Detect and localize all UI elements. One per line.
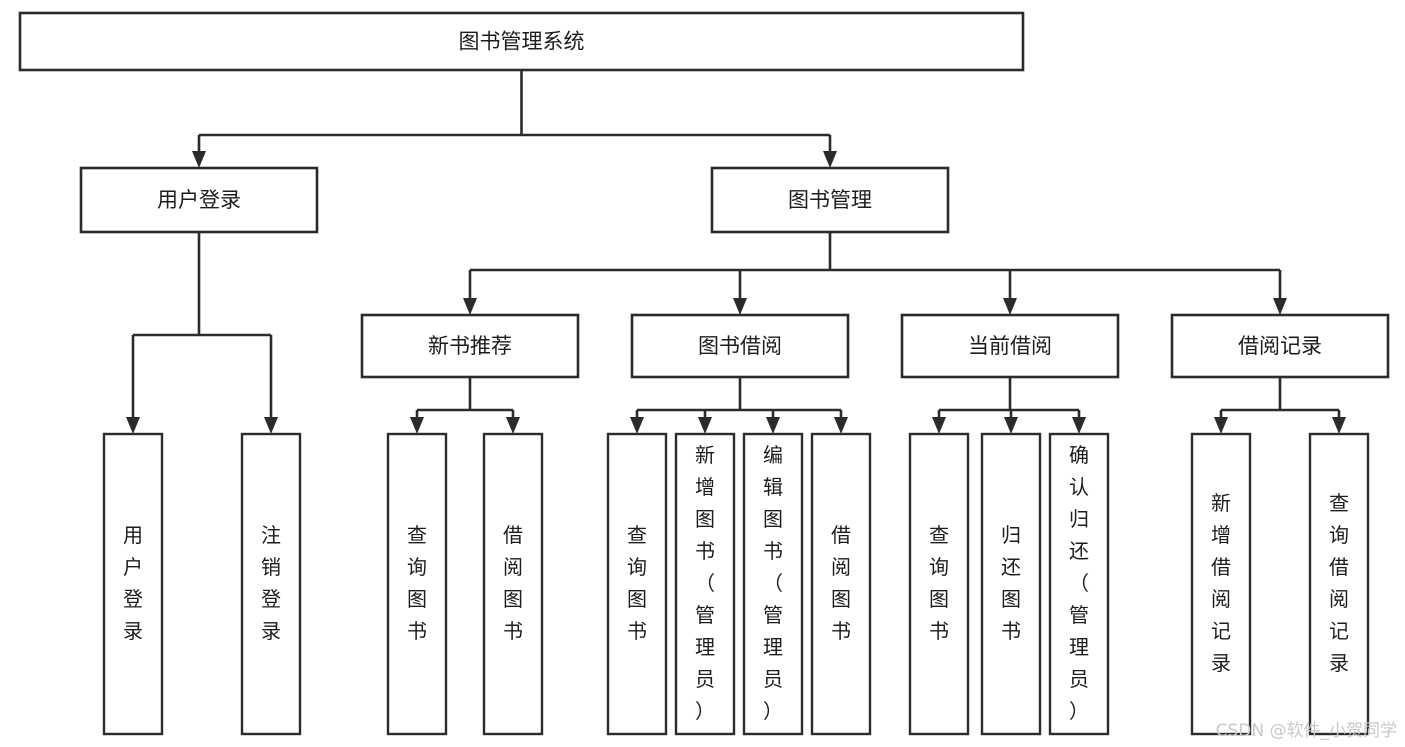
leaf-leaf-query-book-1[interactable]: 查询图书 <box>386 432 448 736</box>
node-book-manage[interactable]: 图书管理 <box>710 166 950 234</box>
node-user-login-label: 用户登录 <box>157 188 241 212</box>
node-current-borrow-label: 当前借阅 <box>968 334 1052 358</box>
leaf-leaf-add-record-label: 新增借阅记录 <box>1211 491 1231 675</box>
leaf-leaf-query-record[interactable]: 查询借阅记录 <box>1308 432 1370 736</box>
node-new-book-recommend[interactable]: 新书推荐 <box>360 313 580 379</box>
leaf-leaf-return-book[interactable]: 归还图书 <box>980 432 1042 736</box>
leaf-leaf-query-book-2-box <box>606 432 668 736</box>
leaf-leaf-confirm-return[interactable]: 确认归还（管理员） <box>1048 432 1110 736</box>
leaf-leaf-return-book-label: 归还图书 <box>1001 523 1021 643</box>
leafbus-current-borrow-arrow-1 <box>1004 417 1018 434</box>
leafbus-user-login-arrow-1 <box>264 417 278 434</box>
leaf-leaf-add-record-box <box>1190 432 1252 736</box>
leaf-leaf-return-book-box <box>980 432 1042 736</box>
leaf-leaf-query-book-1-box <box>386 432 448 736</box>
leafbus-book-borrow-arrow-1 <box>698 417 712 434</box>
root-arrow-0 <box>192 151 206 168</box>
leaf-leaf-edit-book[interactable]: 编辑图书（管理员） <box>742 432 804 736</box>
leaf-leaf-add-book[interactable]: 新增图书（管理员） <box>674 432 736 736</box>
root-arrow-1 <box>823 151 837 168</box>
leafbus-borrow-record-arrow-0 <box>1214 417 1228 434</box>
leaf-leaf-query-record-box <box>1308 432 1370 736</box>
leaf-leaf-query-book-3-label: 查询图书 <box>929 523 949 643</box>
leafbus-borrow-record-arrow-1 <box>1332 417 1346 434</box>
leaf-leaf-user-logout-box <box>240 432 302 736</box>
node-borrow-record[interactable]: 借阅记录 <box>1170 313 1390 379</box>
leaf-leaf-query-book-3-box <box>908 432 970 736</box>
leafbus-book-borrow-arrow-2 <box>766 417 780 434</box>
node-root-box <box>18 11 1025 72</box>
leaf-leaf-add-book-box <box>674 432 736 736</box>
node-user-login[interactable]: 用户登录 <box>79 166 319 234</box>
leaf-leaf-user-logout[interactable]: 注销登录 <box>240 432 302 736</box>
leaf-leaf-query-book-2-label: 查询图书 <box>627 523 647 643</box>
leaf-leaf-user-login[interactable]: 用户登录 <box>102 432 164 736</box>
node-root-label: 图书管理系统 <box>459 30 585 54</box>
leaf-leaf-user-login-label: 用户登录 <box>123 523 143 643</box>
node-new-book-recommend-box <box>360 313 580 379</box>
leafbus-current-borrow-arrow-2 <box>1072 417 1086 434</box>
leaf-leaf-query-record-label: 查询借阅记录 <box>1329 491 1349 675</box>
leaf-leaf-query-book-2[interactable]: 查询图书 <box>606 432 668 736</box>
node-root[interactable]: 图书管理系统 <box>18 11 1025 72</box>
leaf-leaf-user-login-box <box>102 432 164 736</box>
node-current-borrow-box <box>900 313 1120 379</box>
leaf-leaf-confirm-return-label: 确认归还（管理员） <box>1069 443 1089 723</box>
leafbus-book-borrow-arrow-3 <box>834 417 848 434</box>
leaf-leaf-borrow-book-2-box <box>810 432 872 736</box>
leaf-leaf-edit-book-label: 编辑图书（管理员） <box>763 443 783 723</box>
book-manage-arrow-0 <box>463 298 477 315</box>
leaf-leaf-borrow-book-1[interactable]: 借阅图书 <box>482 432 544 736</box>
node-book-borrow-label: 图书借阅 <box>698 334 782 358</box>
leafbus-book-borrow-arrow-0 <box>630 417 644 434</box>
leaf-leaf-borrow-book-1-box <box>482 432 544 736</box>
book-manage-arrow-1 <box>733 298 747 315</box>
node-new-book-recommend-label: 新书推荐 <box>428 334 512 358</box>
leafbus-current-borrow-arrow-0 <box>932 417 946 434</box>
leafbus-user-login-arrow-0 <box>126 417 140 434</box>
leaf-leaf-add-book-label: 新增图书（管理员） <box>695 443 715 723</box>
watermark-text: CSDN @软件_小贺同学 <box>1215 721 1397 741</box>
leaf-leaf-edit-book-box <box>742 432 804 736</box>
leaf-leaf-borrow-book-2[interactable]: 借阅图书 <box>810 432 872 736</box>
node-borrow-record-label: 借阅记录 <box>1238 334 1322 358</box>
leafbus-new-book-recommend-arrow-1 <box>506 417 520 434</box>
book-manage-arrow-2 <box>1003 298 1017 315</box>
leaf-leaf-add-record[interactable]: 新增借阅记录 <box>1190 432 1252 736</box>
node-book-manage-label: 图书管理 <box>788 188 872 212</box>
leaf-leaf-query-book-1-label: 查询图书 <box>407 523 427 643</box>
leaf-leaf-borrow-book-2-label: 借阅图书 <box>831 523 851 643</box>
leaf-leaf-query-book-3[interactable]: 查询图书 <box>908 432 970 736</box>
node-current-borrow[interactable]: 当前借阅 <box>900 313 1120 379</box>
book-manage-arrow-3 <box>1273 298 1287 315</box>
leaf-leaf-user-logout-label: 注销登录 <box>261 523 281 643</box>
node-user-login-box <box>79 166 319 234</box>
node-book-borrow[interactable]: 图书借阅 <box>630 313 850 379</box>
leaf-leaf-borrow-book-1-label: 借阅图书 <box>503 523 523 643</box>
leafbus-new-book-recommend-arrow-0 <box>410 417 424 434</box>
